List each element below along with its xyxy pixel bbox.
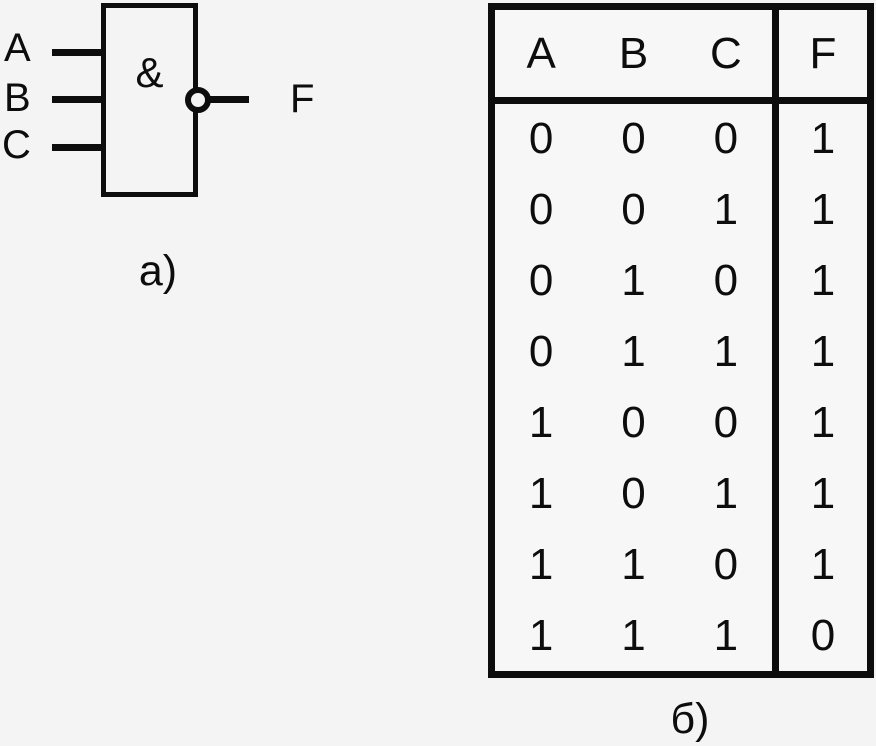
table-row: 1 [779, 246, 867, 317]
input-wire-b [52, 96, 103, 103]
truth-table-inputs-section: A B C 0 0 0 0 0 1 0 1 0 0 1 1 [495, 10, 772, 671]
table-row: 1 1 0 [495, 529, 772, 600]
table-cell: 0 [713, 256, 739, 306]
table-cell: 1 [621, 256, 646, 306]
table-cell: 1 [810, 468, 836, 518]
table-header-f: F [809, 28, 837, 78]
truth-table-header-row: A B C [495, 10, 772, 104]
truth-table-output-section: F 1 1 1 1 1 1 1 0 [772, 10, 867, 671]
and-symbol: & [135, 49, 164, 96]
input-label-b: B [4, 76, 31, 120]
input-wire-c [52, 144, 103, 151]
table-cell: 1 [713, 327, 739, 377]
table-row: 1 [779, 458, 867, 529]
table-cell: 0 [713, 397, 739, 447]
table-cell: 0 [528, 185, 554, 235]
table-cell: 0 [528, 256, 554, 306]
table-cell: 1 [621, 610, 646, 660]
table-cell: 0 [528, 327, 554, 377]
table-header-a: A [526, 28, 556, 78]
input-wire-a [52, 49, 103, 56]
table-row: 0 1 1 [495, 317, 772, 388]
output-wire [209, 96, 249, 103]
table-cell: 1 [810, 397, 836, 447]
table-cell: 1 [528, 539, 554, 589]
table-row: 0 [779, 600, 867, 671]
table-cell: 0 [621, 397, 646, 447]
table-cell: 1 [621, 327, 646, 377]
table-cell: 1 [528, 610, 554, 660]
table-cell: 0 [810, 610, 836, 660]
table-row: 0 0 0 [495, 104, 772, 175]
table-cell: 1 [810, 114, 836, 164]
table-header-c: C [709, 28, 742, 78]
table-cell: 1 [810, 185, 836, 235]
diagram-caption: а) [138, 246, 178, 295]
table-row: 1 0 0 [495, 388, 772, 459]
table-cell: 0 [621, 114, 646, 164]
table-cell: 1 [528, 468, 554, 518]
table-cell: 0 [713, 114, 739, 164]
output-label-f: F [290, 77, 315, 121]
table-row: 1 [779, 175, 867, 246]
table-row: 1 1 1 [495, 600, 772, 671]
table-row: 0 1 0 [495, 246, 772, 317]
table-cell: 0 [528, 114, 554, 164]
table-header-b: B [618, 28, 649, 78]
nand-gate-body: & [101, 3, 198, 197]
truth-table: A B C 0 0 0 0 0 1 0 1 0 0 1 1 [488, 3, 874, 678]
input-label-c: C [2, 123, 31, 167]
table-cell: 1 [621, 539, 646, 589]
table-row: 1 [779, 317, 867, 388]
table-cell: 1 [713, 468, 739, 518]
table-cell: 1 [713, 185, 739, 235]
table-cell: 0 [621, 185, 646, 235]
table-row: 1 [779, 529, 867, 600]
inversion-bubble-icon [185, 87, 211, 113]
table-cell: 1 [713, 610, 739, 660]
table-cell: 1 [810, 327, 836, 377]
table-cell: 1 [810, 539, 836, 589]
table-cell: 1 [528, 397, 554, 447]
table-cell: 0 [713, 539, 739, 589]
table-cell: 0 [621, 468, 646, 518]
input-label-a: A [4, 26, 31, 70]
table-row: 1 [779, 388, 867, 459]
table-caption: б) [670, 694, 710, 743]
table-cell: 1 [810, 256, 836, 306]
table-row: 0 0 1 [495, 175, 772, 246]
table-row: 1 0 1 [495, 458, 772, 529]
truth-table-header-row: F [779, 10, 867, 104]
table-row: 1 [779, 104, 867, 175]
